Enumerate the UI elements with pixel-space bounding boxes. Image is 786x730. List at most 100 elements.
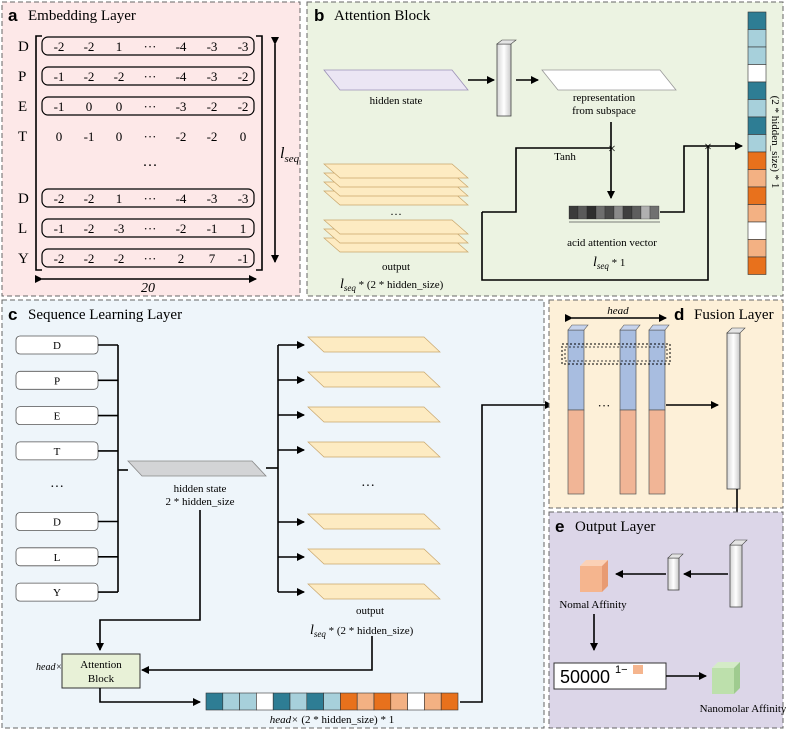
output-dim-c: lseq * (2 * hidden_size) [310,623,414,639]
panel-e-title: Output Layer [575,519,655,535]
input-token: D [53,340,61,352]
attention-block-box [61,653,141,689]
embedding-cell: 0 [240,129,247,144]
output-small-bar [667,557,680,591]
embedding-cell: -2 [84,191,95,206]
panel-a-letter: a [8,6,18,25]
embedding-cell: 7 [209,251,216,266]
embedding-cell: -4 [176,39,187,54]
length-label: lseq [280,145,300,165]
representation-label-1: representation [573,92,636,104]
concat-vector-cell [373,692,392,711]
fusion-bar-lower [619,409,637,495]
linear-layer-bar [496,43,512,117]
fusion-bar-top [648,324,670,331]
embedding-cell: ··· [144,99,157,114]
vector-cell [747,134,767,153]
vector-cell [747,99,767,118]
embedding-cell: -1 [207,221,218,236]
output-label-c: output [356,605,384,617]
input-token: E [54,411,61,423]
embedding-row-outline [41,66,255,86]
head-prefix-c: head× [36,662,62,673]
acid-vector-cell [613,205,624,220]
residual-path [481,146,709,281]
output-plane-c [307,371,441,388]
fusion-bar-lower [567,409,585,495]
output-plane-c [307,406,441,423]
embedding-row-letter: D [18,39,29,55]
embedding-cell: -3 [207,69,218,84]
input-token: L [54,552,61,564]
embedding-cell: -2 [114,251,125,266]
output-dots-b: ··· [390,207,402,221]
embedding-cell: 1 [116,39,123,54]
fusion-selection-inner [564,346,668,362]
panel-e-letter: e [555,517,564,536]
embedding-row-letter: T [18,129,27,145]
embedding-cell: -2 [84,221,95,236]
vector-cell [747,46,767,65]
acid-vector-cell [622,205,633,220]
embedding-cell: -3 [207,191,218,206]
embedding-row-outline [41,36,255,56]
matrix-left-bracket [35,35,42,271]
matrix-right-bracket [256,35,263,271]
embedding-cell: -1 [54,221,65,236]
panel-c-title: Sequence Learning Layer [28,307,182,323]
concat-vector-cell [323,692,341,711]
input-token: P [54,375,60,387]
embedding-cell: -1 [54,69,65,84]
vector-cell [747,81,767,100]
acid-vector-cell [631,205,642,220]
embedding-cell: 0 [116,129,123,144]
embedding-cell: 1 [240,221,247,236]
embedding-cell: 1 [116,191,123,206]
acid-vector-dim: lseq * 1 [593,255,625,271]
normal-affinity-cube [580,560,608,592]
panel-a-background [1,1,301,297]
nanomolar-affinity-cube [712,662,740,694]
input-dots: ··· [50,480,64,495]
hidden-state-c-1: hidden state [174,483,227,495]
fusion-bar-top [619,324,641,331]
embedding-cell: -2 [207,129,218,144]
embedding-cell: -2 [114,69,125,84]
vector-cell [747,169,767,188]
embedding-cell: -4 [176,69,187,84]
embedding-row-letter: P [18,69,26,85]
concat-vector-cell [340,692,358,711]
vector-cell [747,186,767,205]
embedding-cell: -3 [114,221,125,236]
embedding-cell: ··· [144,191,157,206]
output-dots-c: ··· [361,479,375,494]
vector-cell [747,29,767,48]
embedding-cell: ··· [144,69,157,84]
panel-e-background [548,511,784,729]
panel-b-letter: b [314,6,324,25]
concat-vector-cell [407,692,425,711]
concat-vector-cell [306,692,324,711]
output-label-b: output [382,261,410,273]
embedding-cell: -4 [176,191,187,206]
embedding-cell: -2 [176,221,187,236]
panel-d-letter: d [674,305,684,324]
embedding-row-letter: E [18,99,27,115]
concat-vector-cell [272,692,291,711]
head-label: head [607,305,629,317]
multiply-sign-1: × [608,142,616,157]
panel-b-title: Attention Block [334,8,431,24]
bottom-vector-label: head× (2 * hidden_size) * 1 [270,714,394,726]
fusion-dots: ··· [598,398,611,413]
output-plane-c [307,336,441,353]
embedding-row-outline [41,248,255,268]
panel-c-letter: c [8,305,17,324]
embedding-cell: 0 [56,129,63,144]
embedding-cell: -3 [238,191,249,206]
hidden-state-plane [323,69,469,91]
